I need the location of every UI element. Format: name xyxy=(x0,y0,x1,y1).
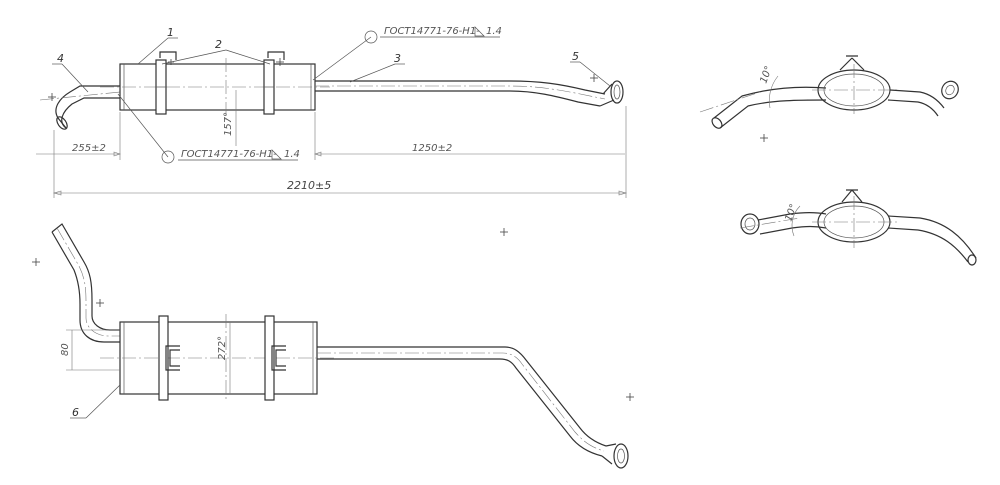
dim-80: 80 xyxy=(60,343,71,356)
dim-2210: 2210±5 xyxy=(287,179,331,192)
angle-bottom: 10° xyxy=(783,203,799,223)
weld-size-top: 1.4 xyxy=(486,26,502,37)
weld-size-bottom: 1.4 xyxy=(284,149,300,160)
weld-note-bottom: ГОСТ14771-76-Н1- xyxy=(181,149,277,160)
isometric-view-bottom: 10° xyxy=(739,189,977,266)
clamp-left xyxy=(155,51,177,115)
dim-272: 272° xyxy=(217,336,228,360)
dim-1250: 1250±2 xyxy=(412,143,452,154)
callout-2: 2 xyxy=(215,38,222,51)
callout-1: 1 xyxy=(167,26,174,39)
top-view: 1 2 3 4 5 ГОСТ14771-76-Н1- 1.4 ГОСТ14771… xyxy=(36,26,628,198)
clamp-side-right xyxy=(264,315,286,401)
callout-3: 3 xyxy=(394,52,401,65)
isometric-view-top: 10° xyxy=(699,55,959,142)
clamp-right xyxy=(263,51,285,115)
callout-5: 5 xyxy=(572,50,579,63)
side-view: 80 272° 6 xyxy=(32,223,634,469)
callout-6: 6 xyxy=(72,406,79,419)
callout-4: 4 xyxy=(57,52,64,65)
dim-157: 157° xyxy=(223,112,234,136)
clamp-side-left xyxy=(158,315,180,401)
weld-note-top: ГОСТ14771-76-Н1- xyxy=(384,26,480,37)
dim-255: 255±2 xyxy=(72,143,106,154)
angle-top: 10° xyxy=(758,65,774,85)
